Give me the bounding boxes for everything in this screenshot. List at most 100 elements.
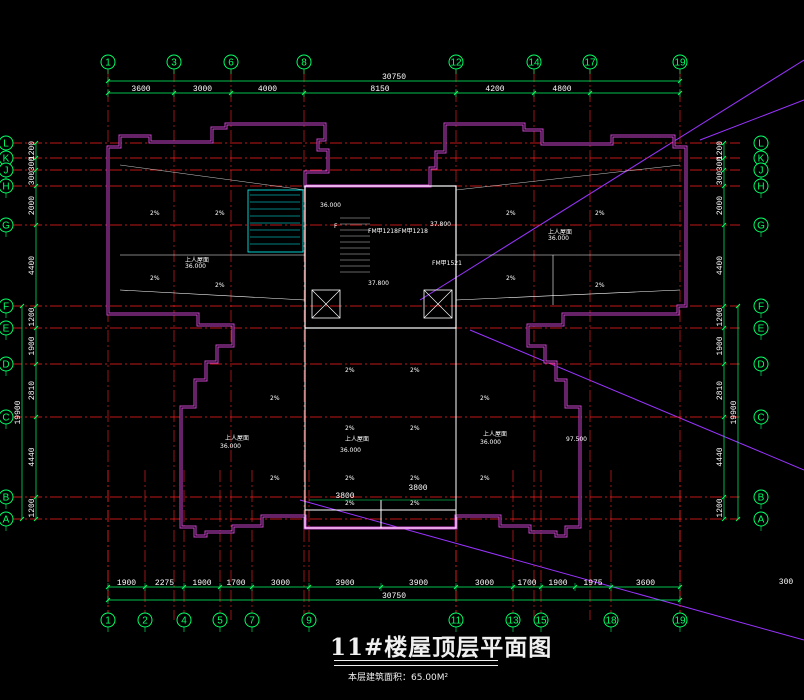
left-axis-label: B — [3, 493, 10, 504]
left-dim-tick — [33, 303, 39, 309]
plan-details: 36.000上人屋面36.000上人屋面36.000上人屋面上人屋面36.000… — [150, 202, 605, 507]
bottom-dim-label: 3600 — [636, 579, 655, 588]
left-axis-label: F — [3, 302, 9, 313]
top-axis-label: 1 — [105, 58, 111, 69]
right-dim-tick — [721, 155, 727, 161]
door-label-2: FM甲1218 — [398, 228, 428, 235]
axis-grid — [10, 70, 740, 620]
right-dim-tick — [721, 414, 727, 420]
top-dim-label: 4800 — [552, 85, 571, 94]
spot-elevation: 97.500 — [566, 436, 587, 443]
left-dim-label: 2000 — [28, 196, 37, 215]
right-dim-tick — [721, 183, 727, 189]
left-dim-tick — [33, 325, 39, 331]
floor-label: F — [334, 223, 338, 230]
right-dim-tick — [721, 494, 727, 500]
slope-marker: 2% — [270, 475, 280, 482]
left-axis-label: C — [2, 413, 9, 424]
slope-marker: 2% — [215, 282, 225, 289]
roof-elevation-right: 36.000 — [548, 235, 569, 242]
right-axis-label: J — [759, 166, 764, 177]
top-axis-label: 14 — [528, 58, 540, 69]
right-axis-label: K — [758, 154, 765, 165]
right-dim-label: 1200 — [716, 498, 725, 517]
bottom-axis-label: 7 — [249, 616, 255, 627]
right-extra-dim-label: 300 — [779, 578, 794, 587]
right-axis-label: F — [758, 302, 764, 313]
top-axis-label: 19 — [674, 58, 686, 69]
left-axis-label: J — [4, 166, 9, 177]
bottom-axis-label: 11 — [451, 616, 462, 627]
leader-line — [419, 59, 804, 301]
top-axis-label: 3 — [171, 58, 177, 69]
left-axis-label: G — [2, 221, 10, 232]
slope-marker: 2% — [506, 210, 516, 217]
top-axis-label: 8 — [301, 58, 307, 69]
top-dim-label: 3000 — [193, 85, 212, 94]
roof-label-lower-right: 上人屋面 — [483, 430, 507, 438]
right-axis-label: H — [757, 182, 764, 193]
right-dim-label: 4400 — [716, 256, 725, 275]
slope-marker: 2% — [410, 500, 420, 507]
left-dim-tick — [33, 361, 39, 367]
right-axis-label: A — [758, 515, 765, 526]
roof-label-lower-left: 上人屋面 — [225, 434, 249, 442]
roof-elevation-lower-left: 36.000 — [220, 443, 241, 450]
left-dim-tick — [33, 222, 39, 228]
roof-label-mid: 上人屋面 — [345, 435, 369, 443]
slope-marker: 2% — [345, 367, 355, 374]
right-dim-label: 2000 — [716, 196, 725, 215]
bottom-dim-label: 3900 — [409, 579, 428, 588]
top-dim-label: 4200 — [485, 85, 504, 94]
left-dim-label: 2810 — [28, 381, 37, 400]
bottom-dim-label: 2275 — [155, 579, 174, 588]
right-dim-label: 300 — [716, 157, 725, 172]
right-axis-label: C — [757, 413, 764, 424]
left-dim-tick — [33, 167, 39, 173]
outer-wall-gap — [107, 123, 687, 537]
left-dim-tick — [33, 140, 39, 146]
leader-lines — [299, 59, 804, 641]
inner-dim-label: 3800 — [335, 492, 354, 501]
roof-label-right: 上人屋面 — [548, 228, 572, 236]
slope-marker: 2% — [345, 425, 355, 432]
left-dim-label: 300 — [28, 157, 37, 172]
bottom-dim-label: 1900 — [548, 579, 567, 588]
right-axis-label: L — [758, 139, 764, 150]
bottom-axis-label: 13 — [507, 616, 519, 627]
right-dim-label: 1200 — [716, 307, 725, 326]
left-dim-label: 300 — [28, 171, 37, 186]
top-total-dim-label: 30750 — [382, 73, 406, 82]
right-dim-label: 1200 — [716, 141, 725, 160]
left-dim-tick — [33, 155, 39, 161]
bottom-axis-label: 4 — [181, 616, 187, 627]
slope-marker: 2% — [410, 475, 420, 482]
slope-marker: 2% — [506, 275, 516, 282]
shaft-right — [423, 289, 453, 319]
slope-marker: 2% — [595, 282, 605, 289]
left-dim-label: 1200 — [28, 141, 37, 160]
inner-dim-label: 3800 — [408, 484, 427, 493]
slope-marker: 2% — [270, 395, 280, 402]
top-axis-label: 6 — [228, 58, 234, 69]
shaft-left — [311, 289, 341, 319]
leader-line — [469, 329, 804, 471]
bottom-dim-label: 1700 — [226, 579, 245, 588]
right-axis-label: E — [758, 324, 765, 335]
bottom-axis-label: 1 — [105, 616, 111, 627]
left-axis-label: K — [3, 154, 10, 165]
bottom-axis-label: 5 — [217, 616, 223, 627]
left-axis-label: D — [2, 360, 9, 371]
slope-marker: 2% — [595, 210, 605, 217]
roof-elevation-lower-right: 36.000 — [480, 439, 501, 446]
right-axis-label: G — [757, 221, 765, 232]
roof-elevation-mid: 36.000 — [340, 447, 361, 454]
bottom-axis-label: 2 — [142, 616, 148, 627]
top-axis-label: 12 — [450, 58, 462, 69]
left-axis-label: A — [3, 515, 10, 526]
left-dim-tick — [33, 516, 39, 522]
machine-room-elevation: 37.800 — [368, 280, 389, 287]
drawing-subtitle: 本层建筑面积：65.00M² — [348, 673, 449, 683]
